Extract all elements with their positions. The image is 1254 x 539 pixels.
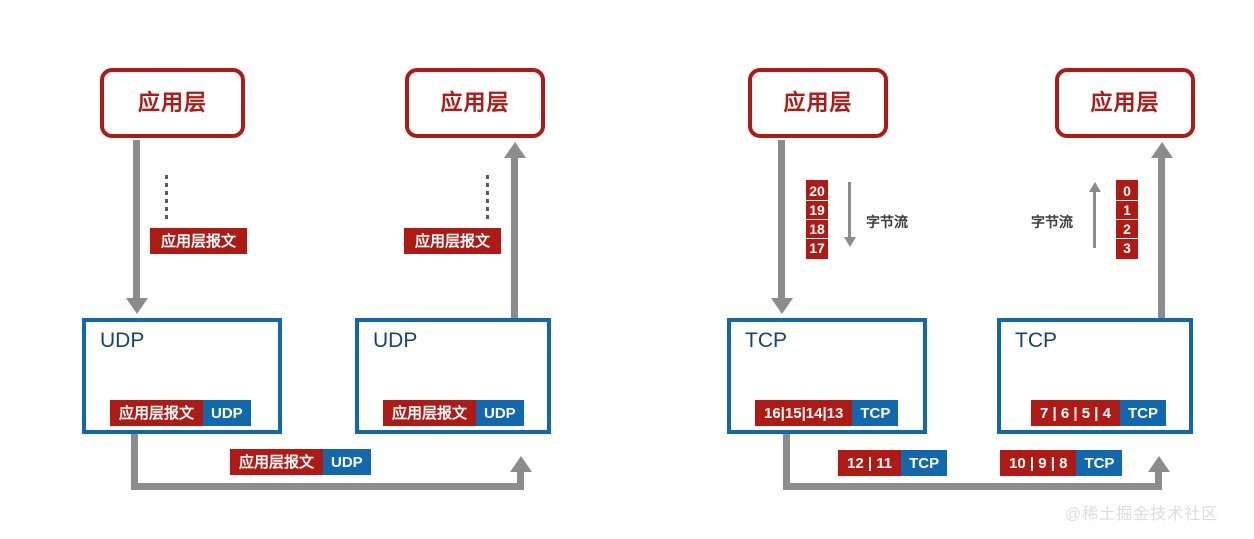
- tcp-sender-stream-arrow-shaft: [848, 182, 851, 238]
- udp-wire-right-shaft: [517, 472, 524, 490]
- udp-receiver-datagram-payload: 应用层报文: [383, 400, 477, 426]
- tcp-wire-segment-header: TCP: [1076, 450, 1123, 476]
- tcp-sender-down-arrow-shaft: [778, 140, 785, 300]
- tcp-wire-segment-payload: 10 | 9 | 8: [1000, 450, 1077, 476]
- udp-wire-datagram: 应用层报文 UDP: [230, 449, 371, 475]
- udp-receiver-datagram: 应用层报文 UDP: [383, 400, 524, 426]
- tcp-sender-stream-label: 字节流: [866, 214, 908, 230]
- udp-sender-dotted-divider: [165, 175, 168, 220]
- udp-sender-datagram-header: UDP: [203, 400, 251, 426]
- tcp-sender-app-layer-label: 应用层: [783, 90, 853, 115]
- tcp-sender-transport-title: TCP: [745, 329, 787, 352]
- udp-sender-app-layer-label: 应用层: [137, 90, 207, 115]
- tcp-receiver-byte: 0: [1116, 182, 1138, 201]
- tcp-wire-segment-payload: 12 | 11: [838, 450, 902, 476]
- tcp-receiver-transport-box: TCP 7 | 6 | 5 | 4 TCP: [997, 318, 1193, 434]
- udp-receiver-app-layer-label: 应用层: [440, 90, 510, 115]
- tcp-sender-app-layer-box: 应用层: [748, 68, 888, 138]
- udp-receiver-transport-title: UDP: [373, 329, 418, 352]
- udp-receiver-up-arrow-head: [504, 142, 526, 158]
- tcp-receiver-transport-title: TCP: [1015, 329, 1057, 352]
- udp-wire-left-shaft: [131, 434, 138, 490]
- tcp-wire-segment: 10 | 9 | 8 TCP: [1000, 450, 1123, 476]
- tcp-receiver-up-arrow-head: [1151, 142, 1173, 158]
- tcp-sender-byte-stream-strip: 20 19 18 17: [806, 180, 828, 259]
- tcp-receiver-stream-label: 字节流: [1031, 214, 1073, 230]
- tcp-sender-byte: 17: [809, 240, 825, 256]
- tcp-sender-byte: 20: [806, 182, 828, 201]
- udp-sender-app-message-text: 应用层报文: [150, 228, 248, 254]
- udp-receiver-up-arrow-shaft: [511, 158, 518, 318]
- tcp-receiver-stream-arrow-head: [1089, 182, 1101, 192]
- udp-receiver-dotted-divider: [486, 175, 489, 220]
- tcp-receiver-byte: 2: [1116, 220, 1138, 239]
- udp-sender-down-arrow-head: [126, 298, 148, 314]
- udp-wire-arrow-head: [510, 456, 532, 472]
- tcp-sender-byte: 18: [806, 220, 828, 239]
- tcp-receiver-byte-stream-strip: 0 1 2 3: [1116, 180, 1138, 259]
- tcp-sender-segment: 16|15|14|13 TCP: [755, 400, 899, 426]
- tcp-wire-left-shaft: [783, 434, 790, 490]
- udp-sender-transport-box: UDP 应用层报文 UDP: [82, 318, 282, 434]
- tcp-receiver-app-layer-box: 应用层: [1055, 68, 1195, 138]
- tcp-wire-segment: 12 | 11 TCP: [838, 450, 948, 476]
- tcp-wire-horizontal: [783, 483, 1162, 490]
- tcp-receiver-stream-arrow-shaft: [1093, 192, 1096, 248]
- udp-receiver-app-message-text: 应用层报文: [404, 228, 502, 254]
- tcp-sender-transport-box: TCP 16|15|14|13 TCP: [727, 318, 927, 434]
- tcp-receiver-segment: 7 | 6 | 5 | 4 TCP: [1031, 400, 1166, 426]
- udp-sender-datagram: 应用层报文 UDP: [110, 400, 251, 426]
- tcp-sender-down-arrow-head: [771, 298, 793, 314]
- tcp-receiver-up-arrow-shaft: [1158, 158, 1165, 318]
- tcp-receiver-byte: 1: [1116, 201, 1138, 220]
- tcp-receiver-app-layer-label: 应用层: [1090, 90, 1160, 115]
- udp-sender-transport-title: UDP: [100, 329, 145, 352]
- udp-wire-datagram-payload: 应用层报文: [230, 449, 324, 475]
- tcp-wire-arrow-head: [1148, 456, 1170, 472]
- udp-sender-app-message-label: 应用层报文: [150, 228, 248, 254]
- udp-receiver-app-layer-box: 应用层: [405, 68, 545, 138]
- tcp-receiver-byte: 3: [1123, 240, 1131, 256]
- watermark: @稀土掘金技术社区: [1065, 506, 1219, 523]
- tcp-sender-segment-payload: 16|15|14|13: [755, 400, 853, 426]
- udp-receiver-app-message-label: 应用层报文: [404, 228, 502, 254]
- udp-receiver-datagram-header: UDP: [476, 400, 524, 426]
- udp-wire-horizontal: [131, 483, 524, 490]
- udp-wire-datagram-header: UDP: [323, 449, 371, 475]
- tcp-sender-byte: 19: [806, 201, 828, 220]
- tcp-sender-segment-header: TCP: [852, 400, 899, 426]
- tcp-receiver-segment-payload: 7 | 6 | 5 | 4: [1031, 400, 1120, 426]
- tcp-sender-stream-arrow-head: [844, 237, 856, 247]
- udp-receiver-transport-box: UDP 应用层报文 UDP: [355, 318, 551, 434]
- tcp-receiver-segment-header: TCP: [1119, 400, 1166, 426]
- udp-sender-datagram-payload: 应用层报文: [110, 400, 204, 426]
- tcp-wire-right-shaft: [1155, 472, 1162, 490]
- udp-sender-down-arrow-shaft: [133, 140, 140, 300]
- tcp-wire-segment-header: TCP: [901, 450, 948, 476]
- udp-sender-app-layer-box: 应用层: [100, 68, 245, 138]
